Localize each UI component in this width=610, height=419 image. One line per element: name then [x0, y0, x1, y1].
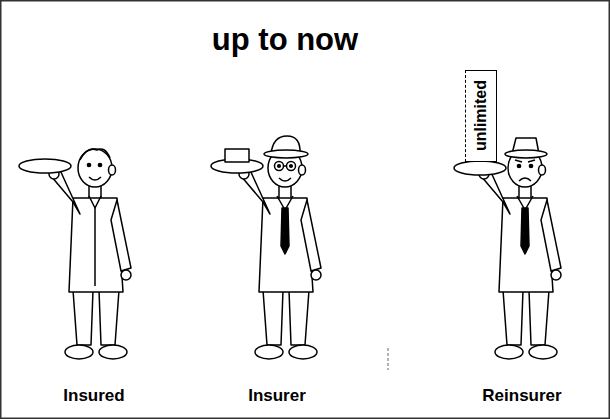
insured-figure-part: [65, 345, 93, 359]
reinsurer-figure-part: [551, 270, 561, 280]
reinsurer-figure-part: [505, 150, 547, 158]
insured-figure-part: [78, 149, 112, 187]
reinsurer-figure-part: [529, 345, 557, 359]
insurer-figure-part: [290, 165, 293, 168]
reinsurer-figure-part: [541, 200, 561, 271]
stacked-load-box: unlimited: [465, 70, 497, 162]
reinsurer-figure-part: [515, 160, 522, 162]
reinsurer-figure-part: [519, 178, 531, 181]
insured-figure-part: [109, 165, 116, 175]
insured-figure-part: [121, 270, 131, 280]
insurer-figure-part: [225, 149, 249, 162]
insurer-figure-part: [275, 162, 284, 171]
insurer-figure-part: [281, 208, 289, 254]
reinsurer-figure-part: [539, 165, 546, 175]
insurer-figure-part: [289, 290, 309, 345]
reinsurer-figure-part: [517, 164, 520, 167]
insured-figure-part: [99, 345, 127, 359]
insured-figure-part: [80, 149, 110, 160]
insurer-figure-part: [278, 165, 281, 168]
stray-mark: [388, 348, 389, 370]
reinsurer-figure-part: [528, 160, 535, 162]
reinsurer-figure: [454, 138, 561, 359]
insurer-figure-part: [255, 345, 283, 359]
reinsurer-figure-part: [529, 164, 532, 167]
insurer-figure-part: [289, 345, 317, 359]
insurer-figure-part: [264, 150, 308, 158]
reinsurer-figure-part: [521, 208, 529, 254]
reinsurer-figure-part: [529, 290, 549, 345]
reinsurer-figure-part: [495, 345, 523, 359]
insured-figure-part: [94, 208, 96, 286]
insured-figure-part: [89, 196, 101, 208]
reinsurer-figure-part: [454, 161, 506, 175]
page-title: up to now: [160, 22, 410, 58]
box-text: unlimited: [473, 80, 489, 151]
figure-label: Insurer: [207, 386, 347, 406]
insurer-figure-part: [299, 165, 306, 175]
insured-figure-part: [99, 290, 119, 345]
figure-label: Reinsurer: [452, 386, 592, 406]
insured-figure-part: [87, 163, 90, 166]
insurer-figure-part: [301, 200, 321, 271]
insurer-figure-part: [279, 178, 291, 181]
insured-figure: [19, 149, 131, 359]
reinsurer-figure-part: [503, 290, 523, 345]
insured-figure-part: [89, 177, 101, 180]
insured-figure-part: [98, 163, 101, 166]
insurer-figure-part: [263, 290, 283, 345]
insurer-figure-part: [284, 165, 287, 167]
insurer-figure: [211, 136, 321, 359]
insured-figure-part: [111, 200, 131, 271]
insurer-figure-part: [287, 162, 296, 171]
insured-figure-part: [19, 159, 71, 173]
insurer-figure-part: [311, 270, 321, 280]
figure-label: Insured: [24, 386, 164, 406]
insured-figure-part: [73, 290, 93, 345]
